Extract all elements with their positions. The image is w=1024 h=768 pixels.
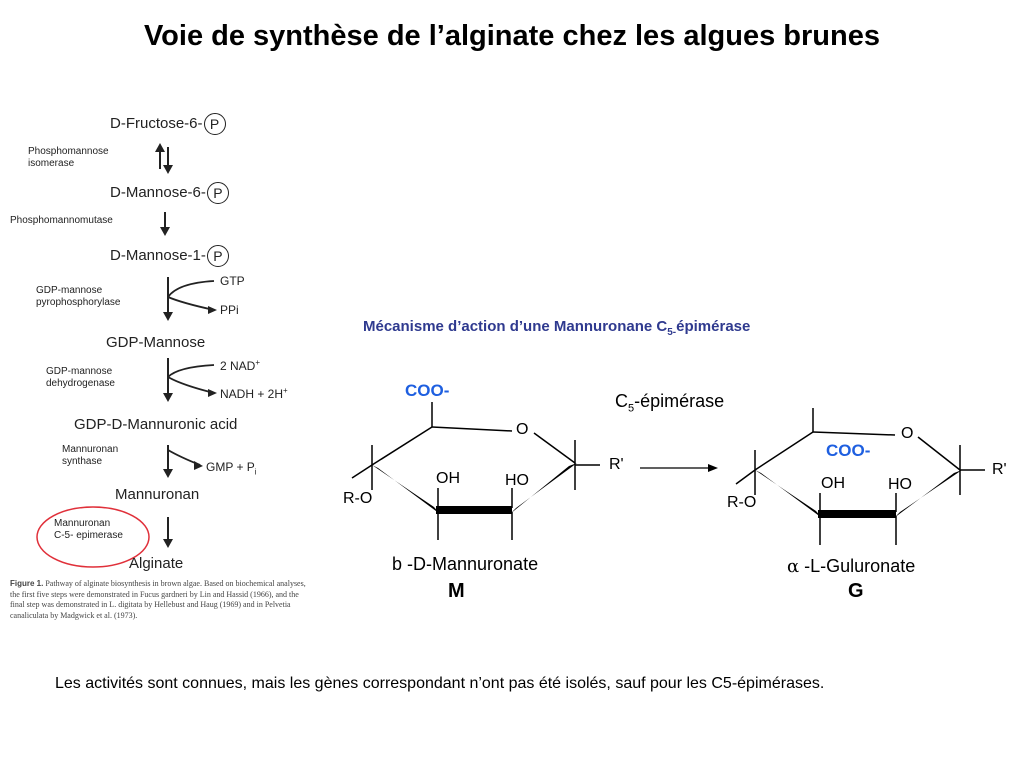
mechanism-title: Mécanisme d’action d’une Mannuronane C5-… [363,318,750,338]
reversible-arrow [155,143,173,174]
enzyme-gdp-mannose-dehydrogenase: GDP-mannose dehydrogenase [46,366,115,390]
enzyme-line: isomerase [28,158,75,169]
mannuronate-letter: M [448,580,465,602]
phosphate-circle: P [206,245,229,267]
compound-gdp-mannuronic-acid: GDP-D-Mannuronic acid [74,416,238,433]
mechanism-title-main: Mécanisme d’action d’une Mannuronane C [363,318,668,335]
pathway-arrows [36,143,217,568]
guluronate-ho-label: HO [888,476,912,493]
guluronate-ring [735,408,985,545]
enzyme-line: C-5- epimerase [54,530,123,541]
mannuronate-r-label: R' [609,456,624,473]
guluronate-oh-label: OH [821,475,845,492]
compound-label: D-Fructose-6- [110,114,203,132]
guluronate-name: α -L-Guluronate [787,556,915,577]
guluronate-letter: G [848,580,864,602]
slide-title: Voie de synthèse de l’alginate chez les … [143,20,880,52]
guluronate-name-text: -L-Guluronate [799,556,916,576]
compound-mannose-1p: D-Mannose-1-P [110,245,229,267]
enzyme-label-sub: 5 [628,402,635,415]
mannuronate-ring [351,402,600,540]
mannuronate-ho-label: HO [505,472,529,489]
guluronate-ring-oxygen: O [901,425,914,442]
cofactor-gtp: GTP [220,274,245,288]
cofactor-text: 2 NAD [220,359,256,373]
mannuronate-ring-oxygen: O [516,421,529,438]
enzyme-line: GDP-mannose [46,366,113,377]
enzyme-line: Mannuronan [62,444,119,455]
pathway-diagram: D-Fructose-6-P D-Mannose-6-P D-Mannose-1… [0,105,320,645]
epimerase-reaction-label: C5-épimérase [615,391,724,415]
cofactor-gmp-pi: GMP + Pi [206,460,257,476]
superscript: + [283,386,288,395]
figure-caption: Figure 1. Pathway of alginate biosynthes… [10,579,310,621]
subscript: i [254,467,257,477]
cofactor-ppi: PPi [220,303,239,317]
arrow-dehydrogenase [163,358,217,402]
mannuronate-carboxylate-label: COO- [405,381,450,400]
cofactor-nadh: NADH + 2H+ [220,386,288,401]
bottom-paragraph: Les activités sont connues, mais les gèn… [55,675,825,692]
phosphate-circle: P [206,182,229,204]
superscript: + [255,358,261,367]
guluronate-ro-label: R-O [727,494,757,511]
mechanism-title-sub: 5- [667,327,677,338]
cofactor-text: GMP + P [206,460,255,474]
enzyme-label-main: C [615,391,628,411]
enzyme-line: synthase [62,456,103,467]
arrow-mutase [160,212,170,236]
enzyme-mannuronan-synthase: Mannuronan synthase [62,444,118,468]
cofactor-text: NADH + 2H [220,387,284,401]
enzyme-mannuronan-c5-epimerase: Mannuronan C-5- epimerase [54,518,123,542]
arrow-epimerase [163,517,173,548]
compound-label: D-Mannose-6- [110,183,206,201]
enzyme-phosphomannomutase: Phosphomannomutase [10,215,113,226]
cofactor-nad: 2 NAD+ [220,358,260,373]
arrow-pyrophosphorylase [163,277,217,321]
compound-fructose-6p: D-Fructose-6-P [110,113,226,135]
caption-figure-label: Figure 1. [10,579,44,588]
enzyme-line: pyrophosphorylase [36,297,121,308]
enzyme-line: GDP-mannose [36,285,103,296]
mannuronate-oh-label: OH [436,470,460,487]
compound-gdp-mannose: GDP-Mannose [106,334,206,351]
reaction-arrow [640,464,718,472]
arrow-synthase [163,445,203,478]
caption-text: Pathway of alginate biosynthesis in brow… [10,579,306,620]
compound-label: D-Mannose-1- [110,246,206,264]
mannuronate-name: b -D-Mannuronate [392,554,539,574]
compound-alginate: Alginate [129,555,184,572]
compound-mannose-6p: D-Mannose-6-P [110,182,229,204]
enzyme-gdp-mannose-pyrophosphorylase: GDP-mannose pyrophosphorylase [36,285,121,309]
phosphate-circle: P [203,113,226,135]
guluronate-r-label: R' [992,461,1007,478]
highlight-ellipse [36,506,150,568]
alpha-symbol: α [787,556,800,577]
enzyme-phosphomannose-isomerase: Phosphomannose isomerase [28,146,109,170]
enzyme-line: Mannuronan [54,518,111,529]
compound-mannuronan: Mannuronan [115,486,200,503]
guluronate-carboxylate-label: COO- [826,441,871,460]
mechanism-title-end: épimérase [676,318,751,335]
enzyme-label-end: -épimérase [634,391,725,411]
mannuronate-ro-label: R-O [343,490,373,507]
enzyme-line: dehydrogenase [46,378,115,389]
enzyme-line: Phosphomannose [28,146,109,157]
